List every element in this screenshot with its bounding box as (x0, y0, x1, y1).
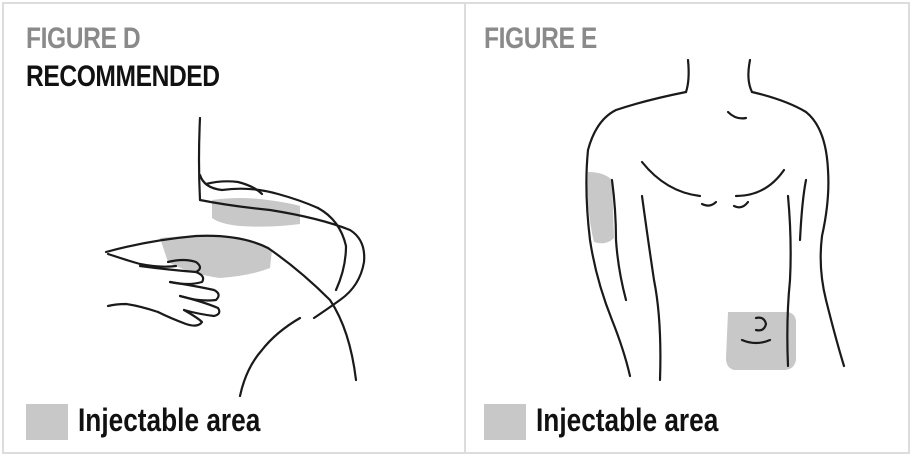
figure-d-legend-label: Injectable area (78, 402, 260, 439)
figure-d-legend-swatch (26, 404, 68, 440)
figure-d-panel: FIGURE D RECOMMENDED Injectable area (0, 0, 464, 457)
upper-arm-injectable-area (588, 172, 614, 243)
figure-e-legend-swatch (484, 404, 526, 440)
figure-e-legend-label: Injectable area (536, 402, 718, 439)
figure-e-panel: FIGURE E Injectable area (466, 0, 912, 457)
thigh-illustration (0, 0, 464, 457)
torso-illustration (466, 0, 912, 457)
abdomen-injectable-area (726, 312, 796, 370)
